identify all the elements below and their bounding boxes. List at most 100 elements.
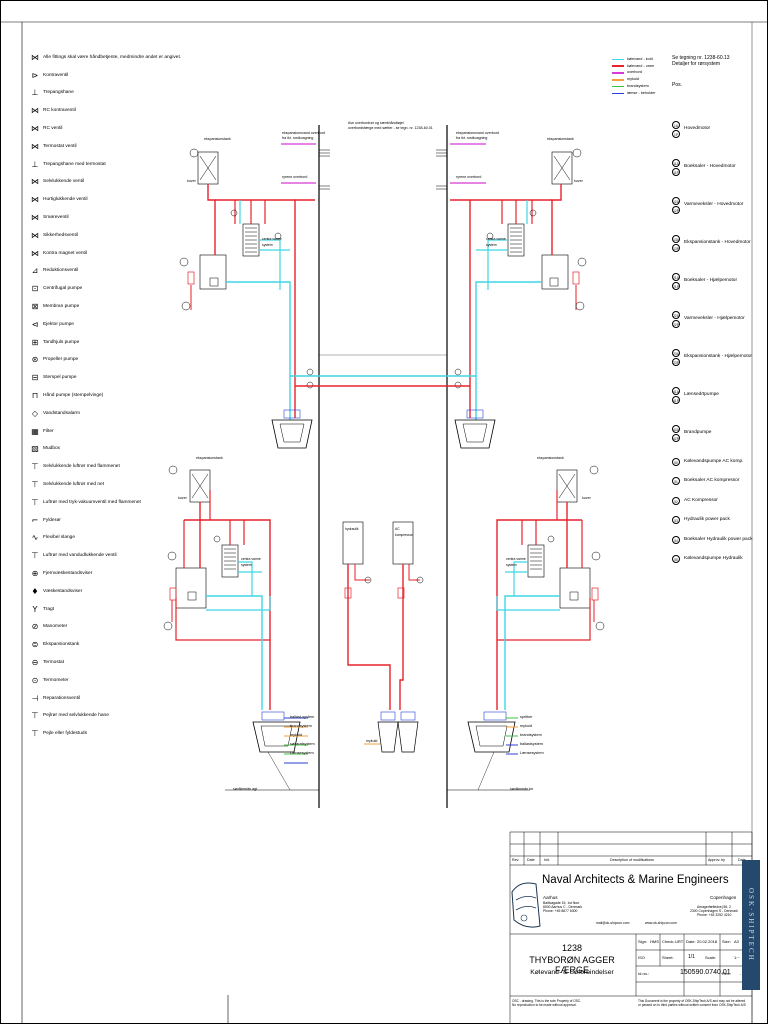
pipe-legend-item: overbord <box>612 70 656 77</box>
pipe-legend-item: kølevand - varm <box>612 63 656 70</box>
position-code: 22A <box>672 310 680 319</box>
sign-value: HMS <box>650 939 659 944</box>
legend-label: Termostat ventil <box>43 143 77 149</box>
position-label: Boeksaler AC kompressor <box>684 478 740 484</box>
legend-label: Reduktionsventil <box>43 268 79 274</box>
position-code: 42P <box>672 433 680 442</box>
funnel-icon: Y <box>32 604 38 614</box>
legend-label: Centrifugal pumpe <box>43 286 83 292</box>
legend-item: ⊿Reduktionsventil <box>30 263 220 281</box>
legend-label: Manometer <box>43 624 68 630</box>
legend-label: Selvlukkende luftrør med net <box>43 482 105 488</box>
legend-label: Termometer <box>43 677 69 683</box>
legend-item: ⊥Trepangshane med termostat <box>30 156 220 174</box>
legend-item: ⊤Pejle eller fyldestuds <box>30 725 220 743</box>
legend-label: Luftrør med vandudlukkende ventil <box>43 553 117 559</box>
legend-label: Kontraventil <box>43 72 69 78</box>
legend-label: Fylderør <box>43 517 61 523</box>
filler-icon: ⌐ <box>31 515 39 525</box>
label-overboard-left-2: ryrene overbord <box>282 175 308 179</box>
legend-item: ♦Væskestandsviser <box>30 583 220 601</box>
branch-label: brandsystem <box>520 733 542 737</box>
position-code: 55 <box>672 555 680 564</box>
legend-label: Selvlukkende ventil <box>43 179 85 185</box>
label-overboard-left: ekspansionsvand overbord <box>282 131 325 135</box>
legend-label: Ejektor pumpe <box>43 321 74 327</box>
mudbox-icon: ▧ <box>31 444 39 454</box>
pipe-legend-item: mykuld <box>612 76 656 83</box>
sea-chest-ll <box>252 721 301 753</box>
hydraulik-box <box>342 521 364 565</box>
system-upper-left <box>179 143 316 449</box>
label-exp-tank-ul: ekspansionstank <box>204 137 231 141</box>
check-label: Check: <box>662 939 675 944</box>
label-cooler-ul: centra varme system <box>262 237 282 247</box>
self-closing-valve-icon: ⋈ <box>31 177 39 187</box>
position-item: 52 AC Kompressor <box>670 491 765 511</box>
pipe-legend-label: kølevand - kold <box>627 56 653 61</box>
legend-item: ∿Flexibel slange <box>30 530 220 548</box>
legend-label: Tragt <box>43 606 55 612</box>
legend-label: Propeller pumpe <box>43 357 79 363</box>
position-label: AC Kompressor <box>684 497 718 503</box>
legend-item: ⋈RC ventil <box>30 120 220 138</box>
revision-header: Rev. <box>512 858 520 862</box>
position-label: Boeksaler Hydraulik power pack <box>684 536 753 542</box>
legend-label: Luftrør med tryk-vakuumventil med flamme… <box>43 499 141 505</box>
filter-icon: ▦ <box>31 426 39 436</box>
pipe-swatch <box>612 65 624 67</box>
position-code: 1P <box>672 129 680 138</box>
position-code: 52 <box>672 496 680 505</box>
branch-label: ballastsystem <box>520 742 544 746</box>
branch-label: ballast-system <box>290 715 315 719</box>
label-ac-compressor: AC kompressor <box>395 527 413 537</box>
symbol-legend: ⋈ Alle fittings skal være håndbetjente, m… <box>30 49 220 743</box>
iso-label: ISO <box>638 955 645 960</box>
legend-item: ⊤Pejlrør med selvlukkende hane <box>30 707 220 725</box>
footer-left-2: No reproduction to be made without appro… <box>512 1003 577 1007</box>
legend-label: Smøreventil <box>43 215 69 221</box>
sea-chest-lr <box>467 721 516 753</box>
pipe-legend-item: brandsystem <box>612 83 656 90</box>
pipe-swatch <box>612 58 624 61</box>
rev-label: Rev.: <box>722 971 732 976</box>
legend-item: ⊟Stempel pumpe <box>30 369 220 387</box>
legend-item: ⊖Termostat <box>30 654 220 672</box>
system-center <box>342 521 424 753</box>
legend-item: ⋈RC kontraventil <box>30 102 220 120</box>
legend-label: Reparationsventil <box>43 695 81 701</box>
hand-pump-icon: ⊓ <box>31 391 39 401</box>
sounding-deck-icon: ⊤ <box>31 729 39 739</box>
membrane-pump-icon: ⊠ <box>31 302 39 312</box>
legend-item: ⋈Kontra magnet ventil <box>30 245 220 263</box>
legend-item: ▧Mudbox <box>30 441 220 459</box>
legend-item: ⊲Ejektor pumpe <box>30 316 220 334</box>
legend-label: Membran pumpe <box>43 304 80 310</box>
legend-label: Fjernvæskestandsviser <box>43 571 93 576</box>
engine-box-ur <box>541 254 569 290</box>
legend-label: Alle fittings skal være håndbetjente, me… <box>43 54 182 60</box>
legend-label: Pejlrør med selvlukkende hane <box>43 713 109 719</box>
legend-item: ⊳Kontraventil <box>30 67 220 85</box>
branch-label: Lænsesystem <box>290 751 314 755</box>
position-label: Brandpumpe <box>684 430 712 435</box>
position-code: 41A <box>672 386 680 395</box>
revision-header: Init. <box>544 858 550 862</box>
system-lower-right <box>467 465 605 791</box>
legend-item: ⊥Trepangshane <box>30 85 220 103</box>
position-label: Hovedmotor <box>684 126 711 131</box>
pipe-legend-label: mykuld <box>627 77 640 82</box>
legend-item: ⊡Centrifugal pumpe <box>30 280 220 298</box>
revision-header: Date <box>527 858 535 862</box>
position-code: 12A <box>672 196 680 205</box>
gear-pump-icon: ⊞ <box>31 337 39 347</box>
expansion-tank-icon: ⊜ <box>31 640 39 650</box>
legend-item: ⋈ Selvlukkende ventil <box>30 174 220 192</box>
